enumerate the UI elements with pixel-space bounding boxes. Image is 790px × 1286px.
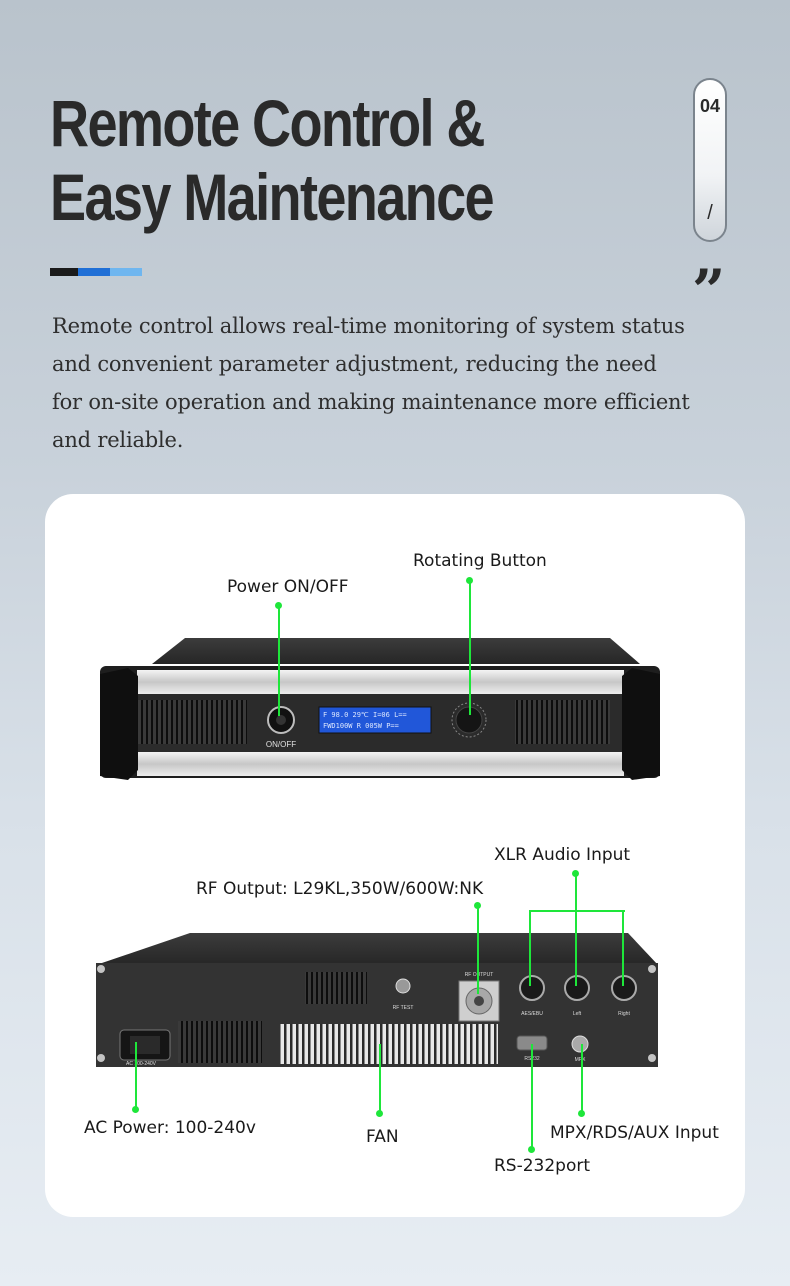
- lcd-line-1: F 98.0 29℃ I=06 L==: [323, 711, 407, 719]
- accent-bar: [50, 268, 142, 276]
- title-line-2: Easy Maintenance: [50, 160, 495, 234]
- switch-caption: ON/OFF: [266, 740, 296, 749]
- page-title: Remote Control & Easy Maintenance: [50, 86, 495, 234]
- front-handle-left: [100, 668, 138, 780]
- front-rail-top: [137, 670, 624, 694]
- label-xlr-audio: XLR Audio Input: [494, 845, 631, 865]
- rf-test-connector: [395, 978, 411, 994]
- callout-dot-rf-output: [474, 902, 481, 909]
- page-indicator: 04 /: [693, 78, 727, 242]
- label-rotating-button: Rotating Button: [413, 551, 547, 571]
- lcd-display: [318, 706, 432, 734]
- ac-socket-inner: [130, 1036, 160, 1054]
- rear-vent-top: [305, 972, 367, 1004]
- label-mpx: MPX/RDS/AUX Input: [550, 1123, 719, 1143]
- product-card: [45, 494, 745, 1217]
- callout-dot-rs232: [528, 1146, 535, 1153]
- callout-dot-fan: [376, 1110, 383, 1117]
- accent-segment-blue: [78, 268, 110, 276]
- front-panel: ON/OFF F 98.0 29℃ I=06 L== FWD100W R 005…: [100, 638, 660, 780]
- fan-grille: [280, 1024, 498, 1064]
- screw: [648, 1054, 656, 1062]
- screw: [97, 965, 105, 973]
- callout-line-fan: [379, 1044, 381, 1114]
- callout-line-xlr-left: [529, 910, 531, 986]
- callout-line-xlr-center: [575, 874, 577, 986]
- xlr-right-connector: [611, 975, 637, 1001]
- callout-line-xlr-right: [622, 910, 624, 986]
- callout-line-xlr-bar: [529, 910, 625, 912]
- power-switch-center: [276, 715, 286, 725]
- callout-line-rotating: [469, 581, 471, 715]
- mpx-connector: [571, 1035, 589, 1053]
- lcd-line-2: FWD100W R 005W P==: [323, 722, 399, 730]
- callout-dot-mpx: [578, 1110, 585, 1117]
- ac-silk: AC 100-240V: [126, 1061, 157, 1067]
- callout-dot-ac: [132, 1106, 139, 1113]
- aes-silk: AES/EBU: [521, 1011, 543, 1017]
- mpx-silk: MPX: [575, 1057, 587, 1063]
- label-rs232: RS-232port: [494, 1156, 591, 1176]
- front-handle-right: [622, 668, 660, 780]
- xlr-aes-connector: [519, 975, 545, 1001]
- rear-panel: AC 100-240V RF TEST RF OUTPUT AES/EBU Le…: [96, 933, 658, 1067]
- rf-test-silk: RF TEST: [393, 1005, 414, 1011]
- rf-output-pin: [474, 996, 484, 1006]
- screw: [97, 1054, 105, 1062]
- label-fan: FAN: [366, 1127, 399, 1147]
- right-silk: Right: [618, 1011, 630, 1017]
- callout-line-rs232: [531, 1044, 533, 1150]
- rear-top-plate: [96, 933, 658, 965]
- label-ac-power: AC Power: 100-240v: [84, 1118, 256, 1138]
- rear-vent: [178, 1021, 262, 1063]
- callout-dot-rotating: [466, 577, 473, 584]
- callout-line-power: [278, 606, 280, 716]
- description-text: Remote control allows real-time monitori…: [52, 314, 690, 452]
- accent-segment-black: [50, 268, 78, 276]
- page-separator: /: [707, 202, 713, 224]
- left-silk: Left: [573, 1011, 582, 1017]
- label-power: Power ON/OFF: [227, 577, 349, 597]
- page-number: 04: [699, 96, 721, 116]
- callout-line-ac: [135, 1042, 137, 1110]
- screw: [648, 965, 656, 973]
- callout-dot-xlr: [572, 870, 579, 877]
- label-rf-output: RF Output: L29KL,350W/600W:NK: [196, 879, 484, 899]
- rf-output-silk: RF OUTPUT: [465, 972, 494, 978]
- front-top-plate: [152, 638, 640, 664]
- front-vent-left: [137, 700, 247, 744]
- xlr-left-connector: [564, 975, 590, 1001]
- knob-scale: [451, 702, 487, 738]
- callout-line-mpx: [581, 1044, 583, 1114]
- callout-line-rf-output: [477, 906, 479, 994]
- callout-dot-power: [275, 602, 282, 609]
- title-line-1: Remote Control &: [50, 86, 485, 160]
- front-vent-right: [515, 700, 610, 744]
- accent-segment-lightblue: [110, 268, 142, 276]
- quote-icon: ”: [692, 257, 726, 325]
- front-rail-bottom: [137, 752, 624, 776]
